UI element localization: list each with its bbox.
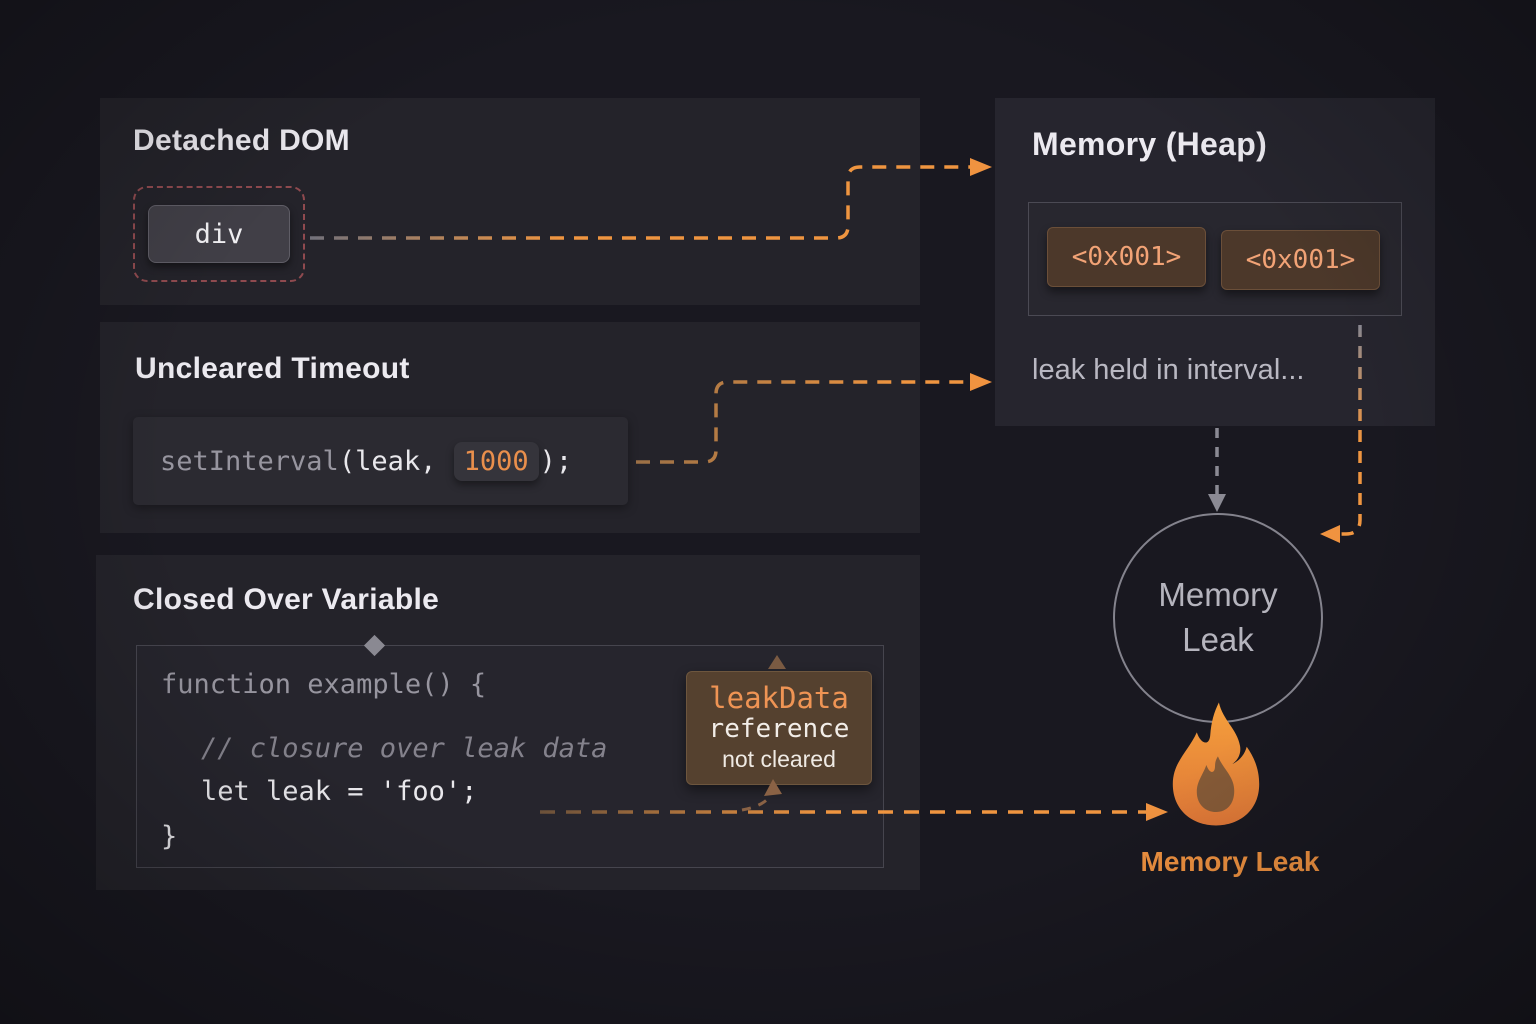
set-interval-code: setInterval(leak, 1000); xyxy=(133,417,628,505)
heap-caption: leak held in interval... xyxy=(1032,354,1305,386)
detached-dom-panel: Detached DOM div xyxy=(100,98,920,305)
arrow-head-heap-address-icon xyxy=(1320,525,1340,543)
uncleared-timeout-panel: Uncleared Timeout setInterval(leak, 1000… xyxy=(100,322,920,533)
arrow-head-detached-dom-icon xyxy=(970,158,992,176)
memory-leak-circle-line2: Leak xyxy=(1182,621,1254,658)
diamond-connector-icon xyxy=(363,634,386,657)
code-line-function: function example() { xyxy=(161,669,487,700)
memory-leak-circle: Memory Leak xyxy=(1113,513,1323,723)
code-line-let-leak: let leak = 'foo'; xyxy=(201,776,478,807)
uncleared-timeout-title: Uncleared Timeout xyxy=(135,352,410,385)
heap-address-chip: <0x001> xyxy=(1221,230,1380,290)
div-node: div xyxy=(148,205,290,263)
arrow-head-closure-icon xyxy=(1146,803,1168,821)
code-token-args-open: (leak, xyxy=(338,445,453,477)
note-reference-text: reference xyxy=(708,713,850,744)
code-token-args-close: ); xyxy=(539,445,573,477)
arrow-head-timeout-icon xyxy=(970,373,992,391)
memory-leak-circle-line1: Memory xyxy=(1158,576,1278,614)
memory-leak-label: Memory Leak xyxy=(1140,846,1320,877)
memory-heap-panel: Memory (Heap) <0x001> <0x001> leak held … xyxy=(995,98,1435,426)
detached-dom-dashed-outline: div xyxy=(133,186,305,282)
flame-icon-svg xyxy=(1172,702,1260,826)
code-token-function: setInterval xyxy=(160,445,339,477)
arrow-head-heap-gray-icon xyxy=(1208,494,1226,512)
detached-dom-title: Detached DOM xyxy=(133,124,350,157)
flame-icon xyxy=(1168,698,1264,830)
code-line-closing-brace: } xyxy=(161,821,178,852)
note-leakdata-text: leakData xyxy=(709,680,849,715)
code-line-comment: // closure over leak data xyxy=(201,733,608,764)
flame-inner xyxy=(1196,756,1235,812)
heap-addresses-box: <0x001> <0x001> xyxy=(1028,202,1402,316)
leak-data-note-box: leakData reference not cleared xyxy=(686,671,872,785)
note-not-cleared-text: not cleared xyxy=(722,745,836,772)
closed-over-variable-title: Closed Over Variable xyxy=(133,583,440,616)
memory-heap-title: Memory (Heap) xyxy=(1032,126,1268,162)
heap-address-chip: <0x001> xyxy=(1047,227,1206,287)
interval-value-chip: 1000 xyxy=(453,441,539,481)
